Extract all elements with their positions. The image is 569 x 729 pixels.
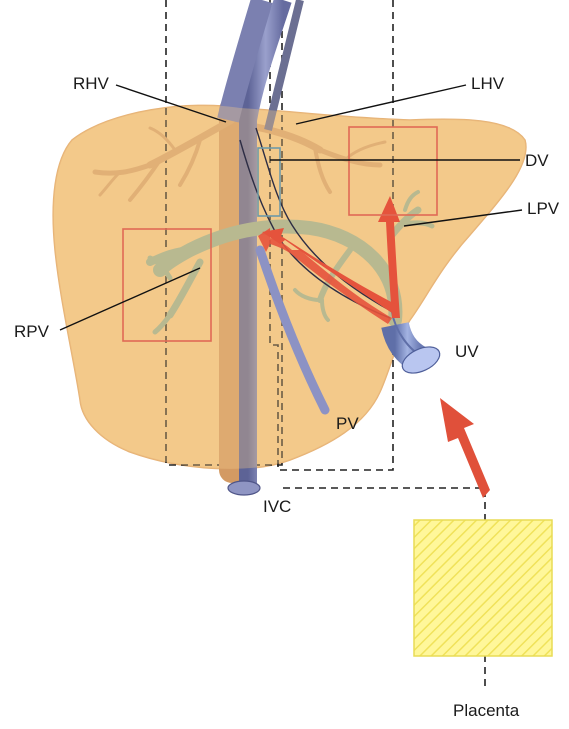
label-dv: DV: [525, 151, 549, 170]
label-rpv: RPV: [14, 322, 50, 341]
label-ivc: IVC: [263, 497, 291, 516]
placenta-square: [414, 520, 552, 656]
label-rhv: RHV: [73, 74, 110, 93]
label-lpv: LPV: [527, 199, 560, 218]
label-placenta: Placenta: [453, 701, 520, 720]
label-pv: PV: [336, 414, 359, 433]
label-uv: UV: [455, 342, 479, 361]
label-lhv: LHV: [471, 74, 505, 93]
